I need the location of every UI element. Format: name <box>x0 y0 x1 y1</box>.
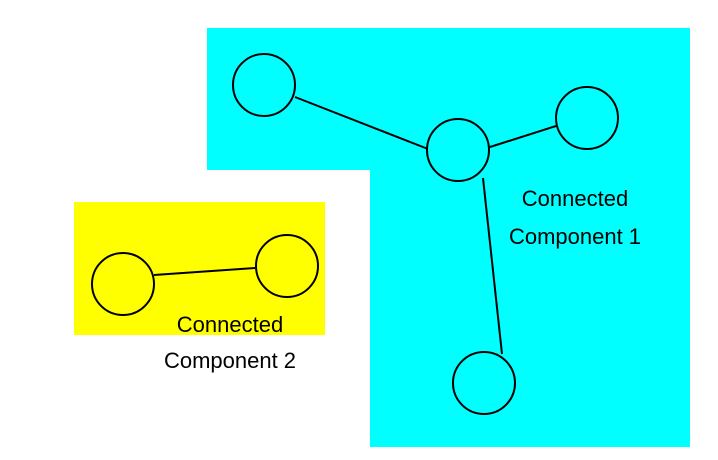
component-1-label-line-1: Connected <box>522 186 628 211</box>
component-2-node <box>91 252 155 316</box>
component-2-node <box>255 234 319 298</box>
component-1-edge <box>294 96 429 150</box>
component-1-node <box>426 118 490 182</box>
component-2-edge <box>153 267 256 276</box>
component-2-label-line-1: Connected <box>177 312 283 337</box>
component-1-node <box>452 351 516 415</box>
component-2-label-line-2: Component 2 <box>164 348 296 373</box>
component-1-label-line-2: Component 1 <box>509 224 641 249</box>
component-1-edge <box>489 125 557 148</box>
component-1-node <box>555 86 619 150</box>
component-1-edge <box>482 177 503 355</box>
component-1-node <box>232 53 296 117</box>
